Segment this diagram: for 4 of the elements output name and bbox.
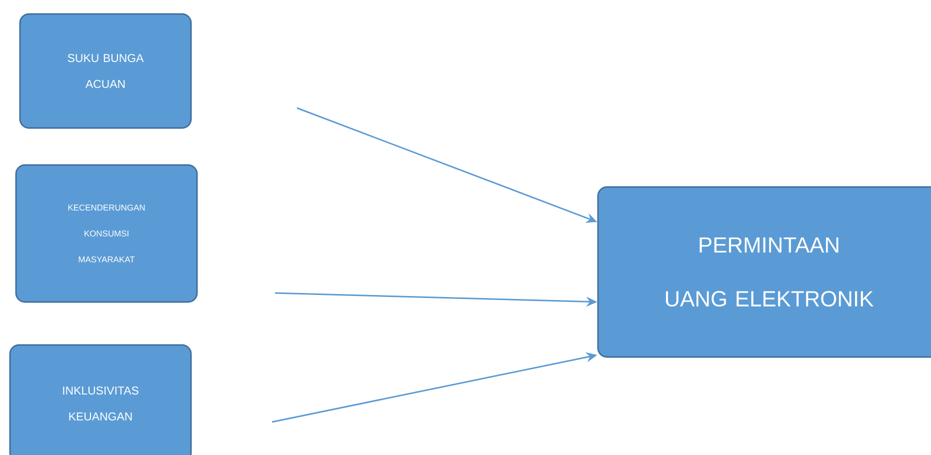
process-box: KECENDERUNGAN KONSUMSI MASYARAKAT	[15, 164, 198, 303]
process-box: SUKU BUNGA ACUAN	[19, 13, 192, 129]
process-box: INKLUSIVITAS KEUANGAN	[9, 344, 192, 455]
process-box: PERMINTAAN UANG ELEKTRONIK	[597, 186, 931, 358]
